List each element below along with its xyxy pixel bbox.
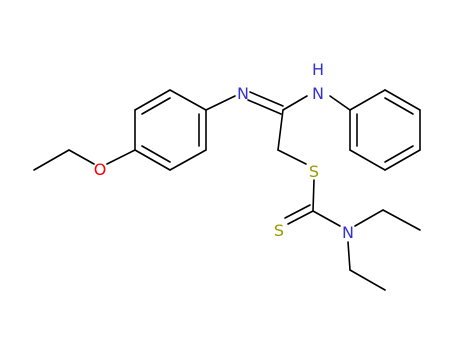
bond-n-c-double-1 [249,91,284,107]
bond-lines [33,89,421,291]
imine-nitrogen-label: N [237,84,249,103]
bond-aryl-n [205,95,236,111]
bond-o-aryl [106,149,136,165]
ether-oxygen-label: O [94,160,107,179]
bond-ring2-inner-b [384,145,414,163]
amine-n-label: N [312,84,324,103]
bond-n-ethyl1-b [382,209,421,231]
bond-c-s-double-1 [287,210,314,225]
thioether-sulfur-label: S [309,162,319,181]
bond-nh-phenyl [329,95,351,111]
bond-ring1-5 [169,149,207,171]
bond-ring1-inner-c [141,145,171,163]
bond-ring1-6 [134,149,171,171]
bond-cs-n [312,210,341,227]
bond-ch2-s [277,149,307,165]
bond-ring2-4 [384,149,421,171]
bond-n-ethyl1-a [354,209,384,227]
bond-ring2-1 [349,89,386,111]
bond-ring1-2 [134,89,171,111]
thione-sulfur-label: S [274,221,284,240]
bond-s-cs [312,179,315,212]
bond-c-ch2 [277,109,284,151]
bond-n-ethyl2-a [347,241,351,271]
bond-c-s-double-2 [284,204,311,219]
bond-ring2-2 [384,89,421,111]
bond-ring1-3 [169,89,207,111]
amine-nh-label: H [312,60,324,79]
bond-n-c-double-2 [247,99,282,115]
bond-ch2-o [68,149,95,165]
bond-ring2-inner-a [384,97,414,115]
bond-ethyl-ch3-ch2 [33,149,70,171]
bond-ring2-5 [349,149,386,171]
bond-c-nh [282,95,308,111]
amide-nitrogen-label: N [342,223,354,242]
bond-n-ethyl2-b [349,269,386,291]
bond-ring1-inner-a [141,97,171,115]
